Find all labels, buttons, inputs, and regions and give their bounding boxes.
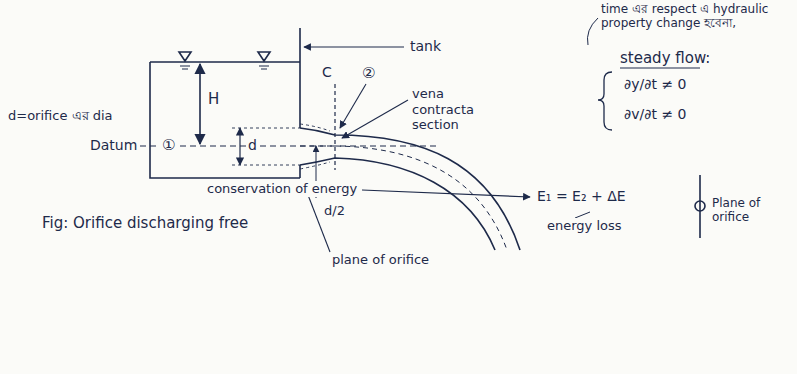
plane-symbol (699, 175, 701, 238)
plane-symbol (695, 201, 705, 211)
annotation-label: conservation of energy (205, 181, 359, 197)
annotation-label: d=orifice এর dia (6, 108, 114, 124)
annotation-label: Datum (88, 137, 139, 154)
water-surface (150, 61, 300, 63)
tank-wall (150, 62, 300, 178)
annotation-label: ② (360, 64, 377, 82)
figure-caption: Fig: Orifice discharging free (40, 214, 250, 232)
annotation-label: ∂v/∂t ≠ 0 (622, 106, 689, 123)
dia-arrow (239, 128, 240, 165)
annotation-label: energy loss (545, 218, 624, 234)
section-line (334, 84, 335, 170)
annotation-label: ∂y/∂t ≠ 0 (622, 76, 689, 93)
leader-line (362, 190, 530, 197)
leader-line (587, 18, 598, 45)
annotation-label: ① (160, 136, 177, 154)
annotation-label: time এর respect এ hydraulic property cha… (599, 2, 793, 31)
leader-line (340, 84, 366, 128)
surface-symbol (179, 52, 270, 61)
leader-line (342, 100, 408, 138)
annotation-label: C (320, 64, 334, 81)
annotation-label: H (206, 90, 221, 108)
head-arrow (199, 64, 201, 144)
leader-line (304, 46, 404, 47)
annotation-label: tank (408, 38, 443, 55)
underline (620, 67, 700, 68)
annotation-label: Plane of orifice (710, 196, 786, 225)
annotation-label: plane of orifice (330, 252, 431, 268)
jet-edge (300, 158, 495, 250)
annotation-label: vena contracta section (410, 86, 510, 133)
annotation-label: d/2 (322, 203, 347, 219)
surface-symbol (180, 66, 269, 69)
annotation-label: steady flow: (618, 49, 712, 67)
streamline (300, 124, 330, 169)
annotation-label: E₁ = E₂ + ΔE (535, 188, 628, 205)
jet-centerline (300, 146, 507, 250)
annotation-label: d (246, 137, 259, 154)
tank-wall (299, 28, 301, 128)
datum-line (140, 145, 440, 146)
brace (598, 72, 612, 130)
dia-extension (232, 128, 300, 165)
tank-wall (299, 165, 301, 178)
